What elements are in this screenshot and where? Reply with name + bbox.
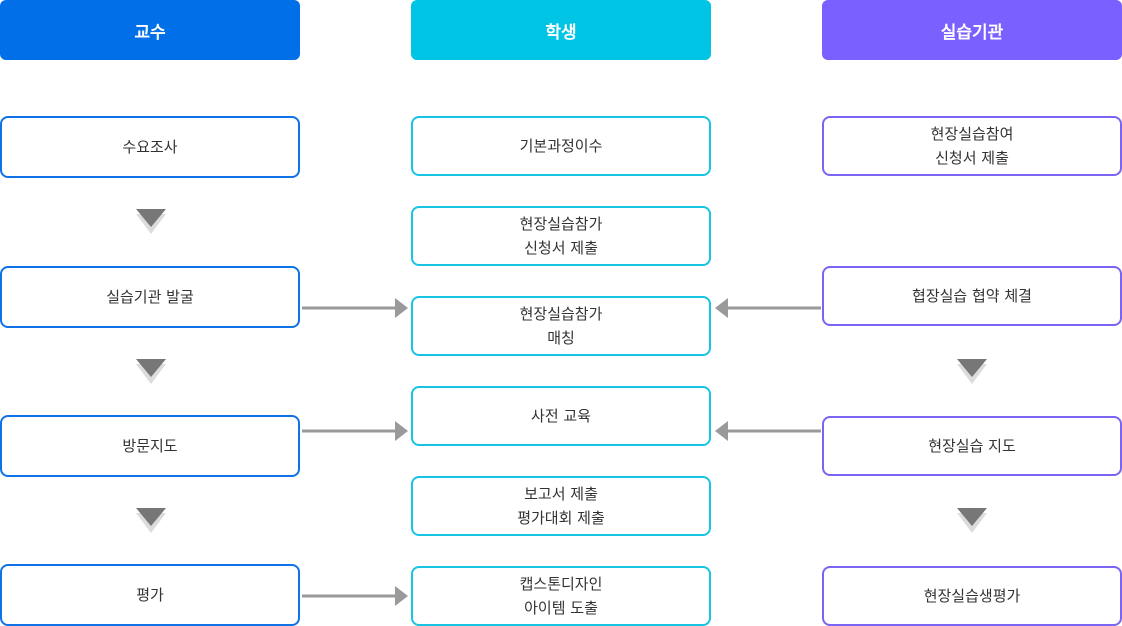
step-label-line1: 현장실습참가: [519, 305, 603, 323]
down-arrow-icon: [136, 359, 166, 384]
step-label: 실습기관 발굴: [106, 288, 194, 306]
step-label: 사전 교육: [531, 407, 591, 425]
step-label: 현장실습생평가: [923, 587, 1021, 605]
right-arrow-icon: [302, 586, 408, 606]
professor-step-discover-institution: 실습기관 발굴: [0, 266, 300, 328]
left-arrow-icon: [715, 421, 821, 441]
institution-step-student-evaluation: 현장실습생평가: [822, 566, 1122, 626]
down-arrow-icon: [957, 508, 987, 533]
header-institution: 실습기관: [822, 0, 1122, 60]
step-label-line1: 현장실습참가: [519, 215, 603, 233]
step-label: 협장실습 협약 체결: [912, 287, 1032, 305]
step-label: 현장실습 지도: [928, 437, 1016, 455]
step-label-line2: 신청서 제출: [935, 149, 1009, 167]
down-arrow-icon: [136, 209, 166, 234]
professor-step-survey: 수요조사: [0, 116, 300, 178]
step-label: 평가: [136, 586, 164, 604]
institution-step-agreement: 협장실습 협약 체결: [822, 266, 1122, 326]
left-arrow-icon: [715, 298, 821, 318]
student-step-application: 현장실습참가 신청서 제출: [411, 206, 711, 266]
institution-step-application: 현장실습참여 신청서 제출: [822, 116, 1122, 176]
professor-step-visit-guidance: 방문지도: [0, 415, 300, 477]
student-step-capstone: 캡스톤디자인 아이템 도출: [411, 566, 711, 626]
header-professor-label: 교수: [134, 22, 166, 43]
institution-step-guidance: 현장실습 지도: [822, 416, 1122, 476]
right-arrow-icon: [302, 421, 408, 441]
student-step-basic-course: 기본과정이수: [411, 116, 711, 176]
header-student: 학생: [411, 0, 711, 60]
step-label-line1: 캡스톤디자인: [519, 575, 603, 593]
student-step-report: 보고서 제출 평가대회 제출: [411, 476, 711, 536]
step-label-line2: 아이템 도출: [524, 599, 598, 617]
step-label-line2: 매칭: [547, 329, 575, 347]
header-institution-label: 실습기관: [940, 22, 1004, 43]
student-step-pre-education: 사전 교육: [411, 386, 711, 446]
step-label-line2: 신청서 제출: [524, 239, 598, 257]
right-arrow-icon: [302, 298, 408, 318]
step-label: 수요조사: [122, 138, 178, 156]
header-professor: 교수: [0, 0, 300, 60]
step-label: 방문지도: [122, 437, 178, 455]
header-student-label: 학생: [545, 22, 577, 43]
step-label: 기본과정이수: [519, 137, 603, 155]
step-label-line2: 평가대회 제출: [517, 509, 605, 527]
professor-step-evaluation: 평가: [0, 564, 300, 626]
student-step-matching: 현장실습참가 매칭: [411, 296, 711, 356]
down-arrow-icon: [136, 508, 166, 533]
down-arrow-icon: [957, 359, 987, 384]
step-label-line1: 보고서 제출: [524, 485, 598, 503]
step-label-line1: 현장실습참여: [930, 125, 1014, 143]
